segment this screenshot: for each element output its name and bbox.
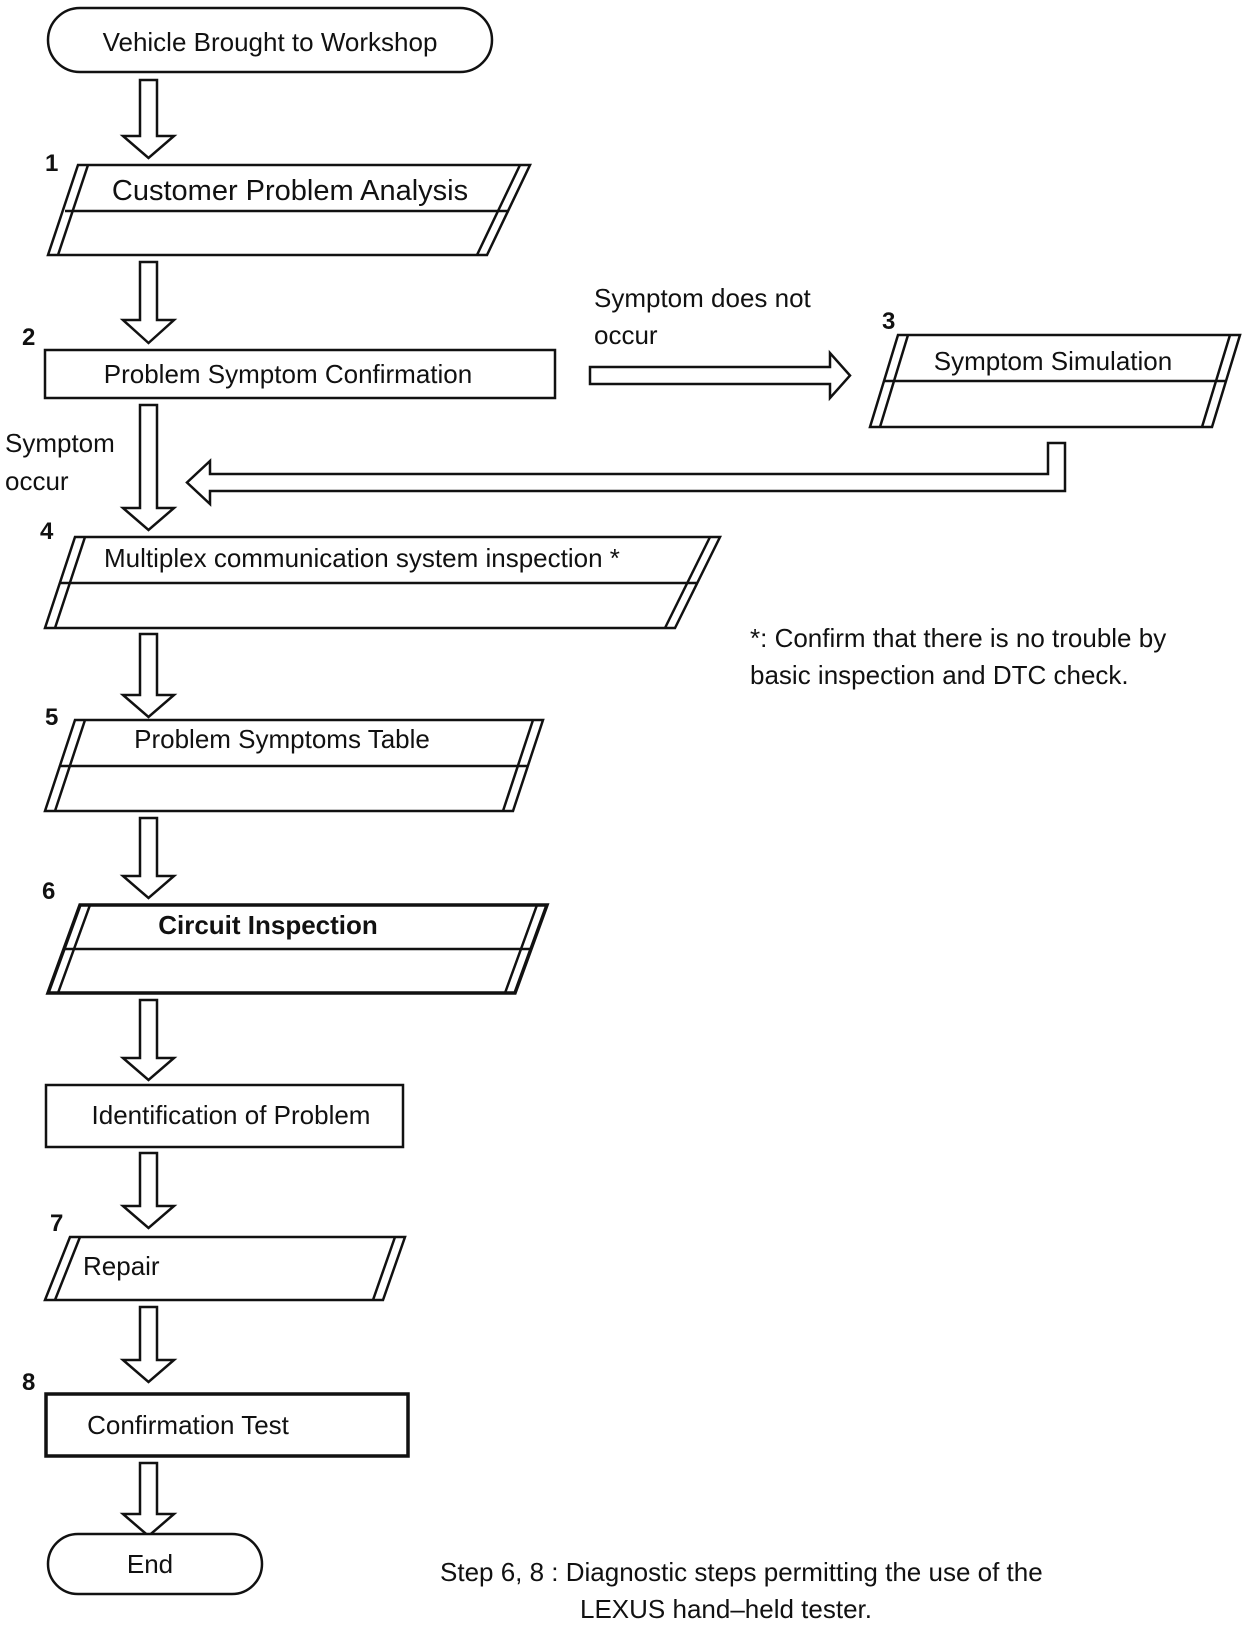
step-3-number: 3 [882,308,895,335]
step-3-inner-edge-right [1200,334,1232,428]
step-7-inner-edge-left [53,1236,82,1301]
end-label: End [127,1549,173,1579]
flow-arrow-identification-to-7 [119,1151,178,1230]
step-2-label: Problem Symptom Confirmation [104,359,472,389]
branch-label-not-occur-line1: Symptom does not [594,283,812,313]
flow-arrow-2-to-4 [119,403,178,532]
footer-note-line2: LEXUS hand–held tester. [580,1594,872,1624]
step-7-label: Repair [83,1251,160,1281]
step-8-number: 8 [22,1369,35,1396]
flow-arrow-6-to-identification [119,998,178,1082]
step-3-inner-edge-left [878,334,910,428]
asterisk-note-line2: basic inspection and DTC check. [750,660,1129,690]
flow-arrow-2-to-3 [588,349,852,402]
step-6-number: 6 [42,878,55,905]
identification-label: Identification of Problem [92,1100,371,1130]
step-6-inner-edge-right [503,904,539,994]
step-3-label: Symptom Simulation [934,346,1172,376]
step-4-inner-edge-right [663,536,712,629]
end-terminal [46,1532,264,1596]
step-7-number: 7 [50,1210,63,1237]
flow-arrow-4-to-5 [119,632,178,719]
step-5-number: 5 [45,704,58,731]
step-2-problem-symptom-confirmation [43,348,557,400]
step-6-label: Circuit Inspection [158,910,378,940]
step-7-repair [43,1235,407,1302]
flow-arrow-7-to-8 [119,1305,178,1384]
identification-of-problem-box [44,1083,405,1149]
step-5-label: Problem Symptoms Table [134,724,430,754]
step-8-label: Confirmation Test [87,1410,290,1440]
step-1-label: Customer Problem Analysis [112,175,468,207]
step-1-inner-edge-left [56,164,90,256]
flow-arrow-5-to-6 [119,816,178,900]
step-4-number: 4 [40,518,54,545]
step-1-inner-edge-right [475,164,522,256]
flow-arrow-start-to-1 [119,78,178,160]
step-7-inner-edge-right [371,1236,397,1301]
flow-arrow-1-to-2 [119,260,178,345]
step-8-confirmation-test [44,1392,410,1458]
flow-arrow-8-to-end [119,1461,178,1538]
step-4-inner-edge-left [53,536,87,629]
step-5-inner-edge-right [501,719,535,812]
branch-label-occur-line1: Symptom [5,428,115,458]
step-5-inner-edge-left [53,719,87,812]
asterisk-note-line1: *: Confirm that there is no trouble by [750,623,1166,653]
step-6-inner-edge-left [56,904,92,994]
branch-label-not-occur-line2: occur [594,320,658,350]
footer-note-line1: Step 6, 8 : Diagnostic steps permitting … [440,1557,1043,1587]
step-2-number: 2 [22,324,35,351]
step-1-number: 1 [45,150,58,177]
step-4-label: Multiplex communication system inspectio… [104,543,620,573]
start-label: Vehicle Brought to Workshop [103,27,438,57]
start-terminal [46,6,494,74]
branch-label-occur-line2: occur [5,466,69,496]
flow-arrow-3-to-4 [185,441,1067,507]
